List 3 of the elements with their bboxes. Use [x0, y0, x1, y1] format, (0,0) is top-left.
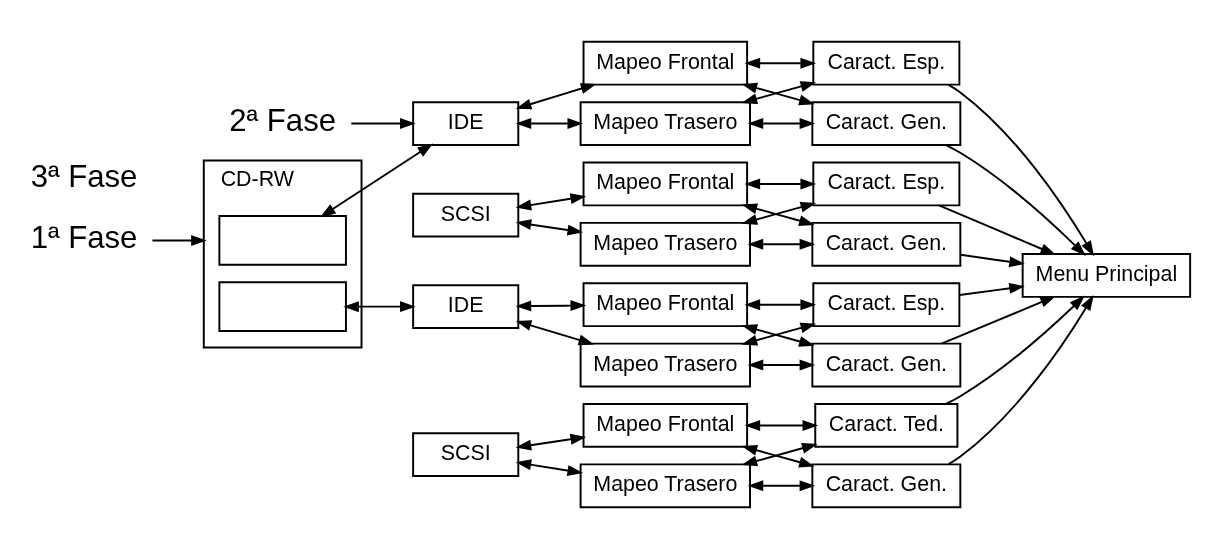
node-text: 1ª Fase [30, 219, 138, 255]
label: 3ª Fase [30, 159, 138, 195]
node-text: 2ª Fase [229, 102, 337, 138]
